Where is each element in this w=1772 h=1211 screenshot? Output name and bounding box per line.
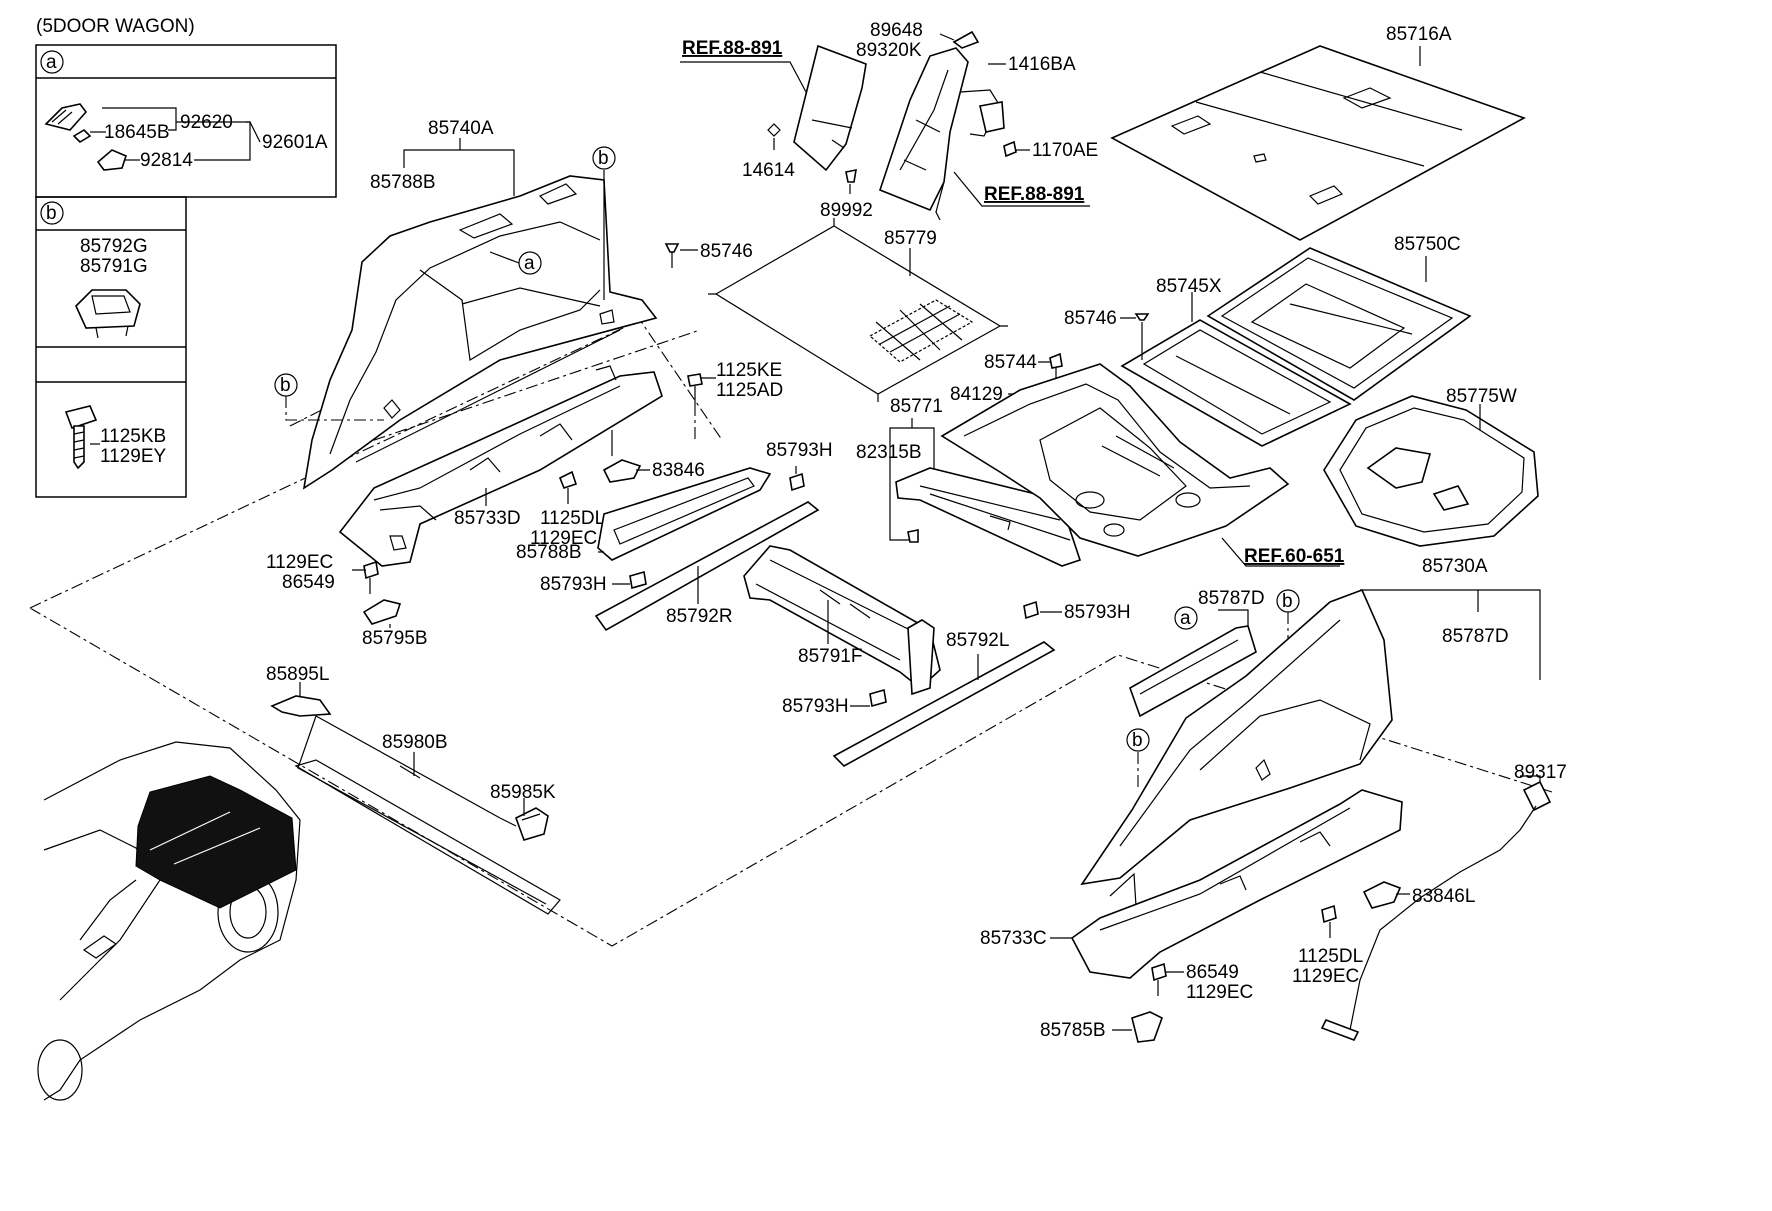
vehicle-silhouette bbox=[37, 741, 301, 1101]
part-1125ke: 1125KE bbox=[716, 360, 782, 381]
latch-assembly bbox=[879, 30, 1005, 221]
part-1129ec-right-a: 1129EC bbox=[1186, 982, 1253, 1003]
part-83846l: 83846L bbox=[1412, 886, 1475, 907]
upper-trim-right bbox=[1129, 625, 1257, 718]
part-85985k: 85985K bbox=[490, 782, 556, 803]
part-85730a: 85730A bbox=[1422, 556, 1488, 577]
part-1170ae: 1170AE bbox=[1032, 140, 1098, 161]
legend-part-18645b: 18645B bbox=[104, 122, 170, 143]
side-tray-left bbox=[338, 365, 663, 567]
marker-b-right: b bbox=[1132, 730, 1143, 751]
part-85792l: 85792L bbox=[946, 630, 1009, 651]
part-85793h-4: 85793H bbox=[782, 696, 849, 717]
clip-85793h-2 bbox=[629, 570, 647, 590]
clip-85793h-1 bbox=[789, 472, 805, 492]
part-82315b: 82315B bbox=[856, 442, 922, 463]
part-85791f: 85791F bbox=[798, 646, 862, 667]
bracket-83846l bbox=[1362, 881, 1402, 909]
cargo-net bbox=[708, 218, 1008, 402]
part-85787d-right: 85787D bbox=[1442, 626, 1509, 647]
part-89648: 89648 bbox=[870, 20, 923, 41]
floor-rail-85791f bbox=[743, 545, 941, 696]
luggage-board bbox=[1110, 45, 1526, 241]
part-85792r: 85792R bbox=[666, 606, 733, 627]
part-85716a: 85716A bbox=[1386, 24, 1452, 45]
part-85793h-2: 85793H bbox=[540, 574, 607, 595]
spare-tray-85775w bbox=[1323, 395, 1539, 547]
lower-trim-strip-right bbox=[832, 641, 1056, 767]
legend-a-letter: a bbox=[46, 52, 57, 73]
part-1125dl-right: 1125DL bbox=[1298, 946, 1363, 967]
part-1125dl-left: 1125DL bbox=[540, 508, 605, 529]
legend-part-92620: 92620 bbox=[180, 112, 233, 133]
luggage-tray-85750c bbox=[1206, 247, 1472, 401]
sill-trim-85771 bbox=[895, 467, 1082, 567]
part-85788b-mid: 85788B bbox=[516, 542, 582, 563]
part-85795b: 85795B bbox=[362, 628, 428, 649]
cargo-cover bbox=[270, 695, 561, 915]
part-83846: 83846 bbox=[652, 460, 705, 481]
part-85980b: 85980B bbox=[382, 732, 448, 753]
side-tray-right bbox=[1070, 789, 1403, 979]
legend-part-1129ey: 1129EY bbox=[100, 446, 167, 467]
part-1129ec-lower: 1129EC bbox=[266, 552, 333, 573]
part-85793h-3: 85793H bbox=[1064, 602, 1131, 623]
part-86549-left: 86549 bbox=[282, 572, 335, 593]
marker-b-left-top: b bbox=[598, 148, 609, 169]
part-85733c: 85733C bbox=[980, 928, 1047, 949]
part-84129: 84129 bbox=[950, 384, 1003, 405]
part-85744: 85744 bbox=[984, 352, 1037, 373]
clip-85793h-4 bbox=[869, 688, 887, 708]
part-85746-left: 85746 bbox=[700, 241, 753, 262]
part-85740a: 85740A bbox=[428, 118, 494, 139]
part-85788b-top: 85788B bbox=[370, 172, 436, 193]
part-85733d: 85733D bbox=[454, 508, 521, 529]
part-85750c: 85750C bbox=[1394, 234, 1461, 255]
part-89320k: 89320K bbox=[856, 40, 922, 61]
part-89992: 89992 bbox=[820, 200, 873, 221]
seat-back-panel bbox=[793, 44, 867, 172]
marker-b-right-top: b bbox=[1282, 591, 1293, 612]
part-1125ad: 1125AD bbox=[716, 380, 783, 401]
quarter-trim-left bbox=[302, 175, 658, 490]
part-85793h-1: 85793H bbox=[766, 440, 833, 461]
rear-floor-pan bbox=[940, 363, 1290, 557]
part-85745x: 85745X bbox=[1156, 276, 1222, 297]
diagram-header: (5DOOR WAGON) bbox=[36, 16, 195, 37]
part-89317: 89317 bbox=[1514, 762, 1567, 783]
release-cable bbox=[1320, 780, 1552, 1042]
ref-88-891-left: REF.88-891 bbox=[682, 38, 783, 59]
ref-60-651: REF.60-651 bbox=[1244, 546, 1345, 567]
legend-part-92601a: 92601A bbox=[262, 132, 328, 153]
part-85746-right: 85746 bbox=[1064, 308, 1117, 329]
quarter-trim-right bbox=[1080, 588, 1393, 907]
part-85785b: 85785B bbox=[1040, 1020, 1106, 1041]
part-85787d-left: 85787D bbox=[1198, 588, 1265, 609]
part-86549-right: 86549 bbox=[1186, 962, 1239, 983]
part-1129ec-left: 1129EC bbox=[530, 528, 597, 549]
legend-part-92814: 92814 bbox=[140, 150, 193, 171]
part-14614: 14614 bbox=[742, 160, 795, 181]
legend-part-85792g: 85792G bbox=[80, 236, 148, 257]
part-1416ba: 1416BA bbox=[1008, 54, 1076, 75]
floor-board-85745x bbox=[1120, 319, 1352, 447]
legend-b-letter: b bbox=[46, 203, 57, 224]
upper-trim-strip bbox=[597, 467, 772, 561]
marker-a-left: a bbox=[524, 253, 535, 274]
part-85775w: 85775W bbox=[1446, 386, 1517, 407]
part-85771: 85771 bbox=[890, 396, 943, 417]
part-85895l: 85895L bbox=[266, 664, 329, 685]
lower-trim-strip bbox=[594, 501, 820, 632]
part-1129ec-right-b: 1129EC bbox=[1292, 966, 1359, 987]
marker-a-right: a bbox=[1180, 608, 1191, 629]
marker-b-left: b bbox=[280, 375, 291, 396]
part-85779: 85779 bbox=[884, 228, 937, 249]
legend-part-1125kb: 1125KB bbox=[100, 426, 166, 447]
clip-85793h-3 bbox=[1023, 600, 1039, 620]
legend-part-85791g: 85791G bbox=[80, 256, 148, 277]
legend-panel: a b 18645B 92620 92601A 92814 85792G 857… bbox=[35, 44, 337, 498]
ref-88-891-right: REF.88-891 bbox=[984, 184, 1085, 205]
